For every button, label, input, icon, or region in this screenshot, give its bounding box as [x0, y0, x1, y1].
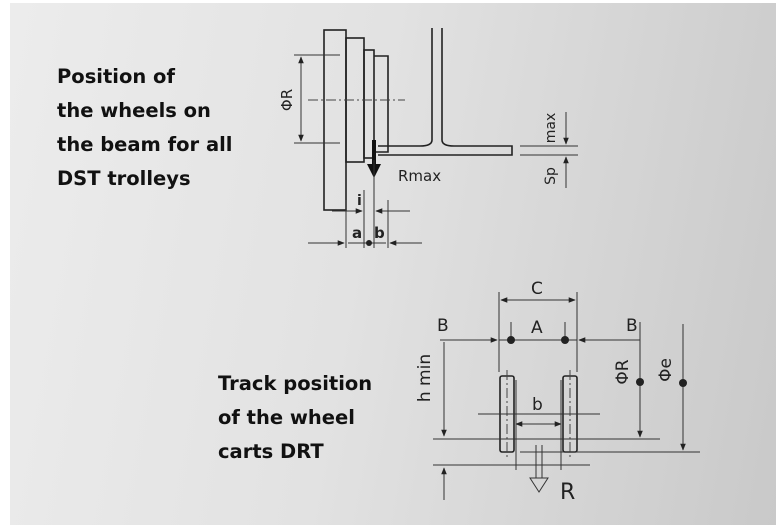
wheel-tread	[363, 49, 375, 159]
r-label: R	[560, 480, 575, 505]
a-label: a	[352, 224, 362, 242]
wheel-point-right	[561, 336, 569, 344]
caption-line: the beam for all	[57, 133, 233, 156]
caption-line: the wheels on	[57, 99, 211, 122]
b-label: b	[374, 224, 385, 242]
caption-line: carts DRT	[218, 440, 324, 463]
wheel-flange-outer	[323, 29, 347, 211]
b-right-label: B	[626, 316, 638, 336]
caption-line: DST trolleys	[57, 167, 191, 190]
wheel-beam-diagram: ΦR Rmax max Sp i a b	[278, 28, 578, 248]
diameter-label: ΦR	[278, 89, 296, 111]
max-label: max	[543, 113, 559, 144]
caption-line: Track position	[218, 372, 373, 395]
wheel-rim	[374, 55, 389, 153]
r-load-arrow	[529, 477, 549, 493]
track-diagram: C A B B h min b	[415, 279, 700, 505]
caption-beam-position: Position of the wheels on the beam for a…	[57, 60, 232, 196]
i-label: i	[357, 193, 362, 209]
caption-line: Position of	[57, 65, 175, 88]
h-min-label: h min	[415, 354, 435, 402]
caption-line: of the wheel	[218, 406, 355, 429]
beam-flange	[378, 139, 513, 156]
sp-label: Sp	[543, 167, 559, 185]
phi-r-label: ΦR	[613, 359, 633, 384]
diagram-panel	[10, 3, 776, 525]
b-left-label: B	[437, 316, 449, 336]
phi-e-label: Φe	[656, 358, 676, 382]
b-inner-label: b	[532, 395, 543, 415]
rmax-label: Rmax	[398, 167, 441, 185]
caption-track-position: Track position of the wheel carts DRT	[218, 367, 372, 469]
wheel-point-left	[507, 336, 515, 344]
c-label: C	[531, 279, 543, 299]
beam-fillet-left	[378, 139, 433, 147]
a-label: A	[531, 318, 543, 338]
